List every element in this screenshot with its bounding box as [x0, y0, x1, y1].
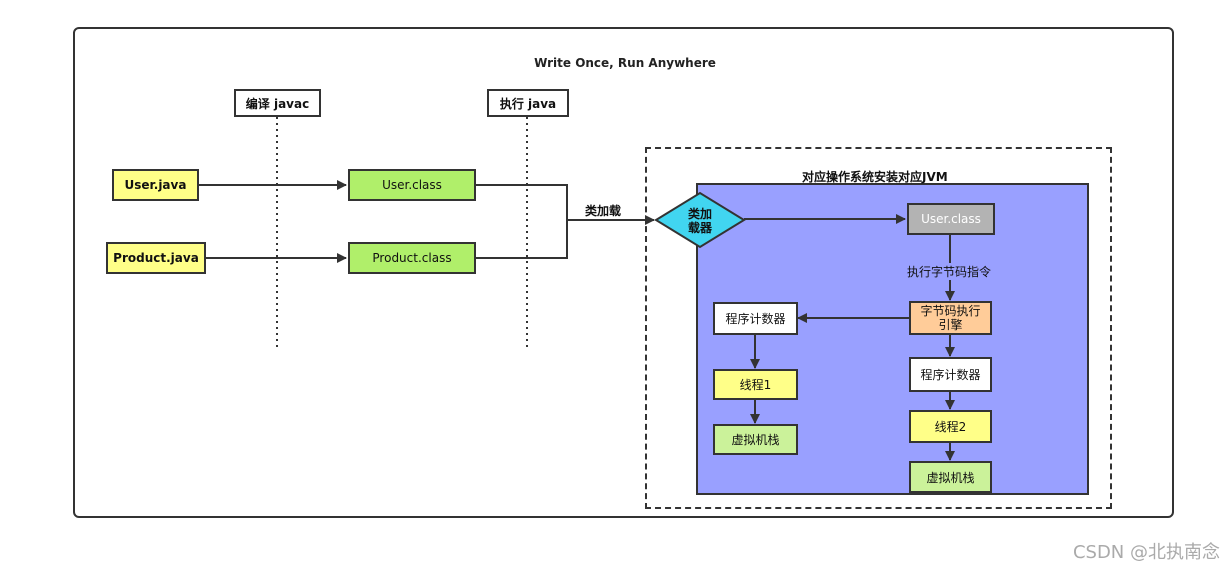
program-counter-2: 程序计数器: [909, 357, 992, 392]
class-load-label: 类加载: [585, 204, 622, 218]
program-counter-1: 程序计数器: [713, 302, 798, 335]
product-java-file: Product.java: [106, 242, 206, 274]
user-java-file: User.java: [112, 169, 199, 201]
thread-2: 线程2: [909, 410, 992, 443]
vm-stack-1: 虚拟机栈: [713, 424, 798, 455]
diagram-title: Write Once, Run Anywhere: [534, 56, 716, 70]
jvm-dashed-container: [645, 147, 1112, 509]
user-class-file: User.class: [348, 169, 476, 201]
bytecode-engine: 字节码执行 引擎: [909, 301, 992, 335]
class-loader-label: 类加 载器: [687, 207, 712, 235]
csdn-watermark: CSDN @北执南念: [1072, 542, 1220, 563]
execute-stage-label: 执行 java: [487, 89, 569, 117]
thread-1: 线程1: [713, 369, 798, 400]
compile-stage-label: 编译 javac: [234, 89, 321, 117]
user-class-to-loader: [476, 184, 568, 220]
product-class-to-loader: [476, 220, 568, 259]
loaded-user-class: User.class: [907, 203, 995, 235]
diagram-frame: [73, 27, 1174, 518]
execute-bytecode-label: 执行字节码指令: [907, 263, 992, 280]
product-class-file: Product.class: [348, 242, 476, 274]
jvm-title: 对应操作系统安装对应JVM: [802, 170, 948, 184]
vm-stack-2: 虚拟机栈: [909, 461, 992, 493]
